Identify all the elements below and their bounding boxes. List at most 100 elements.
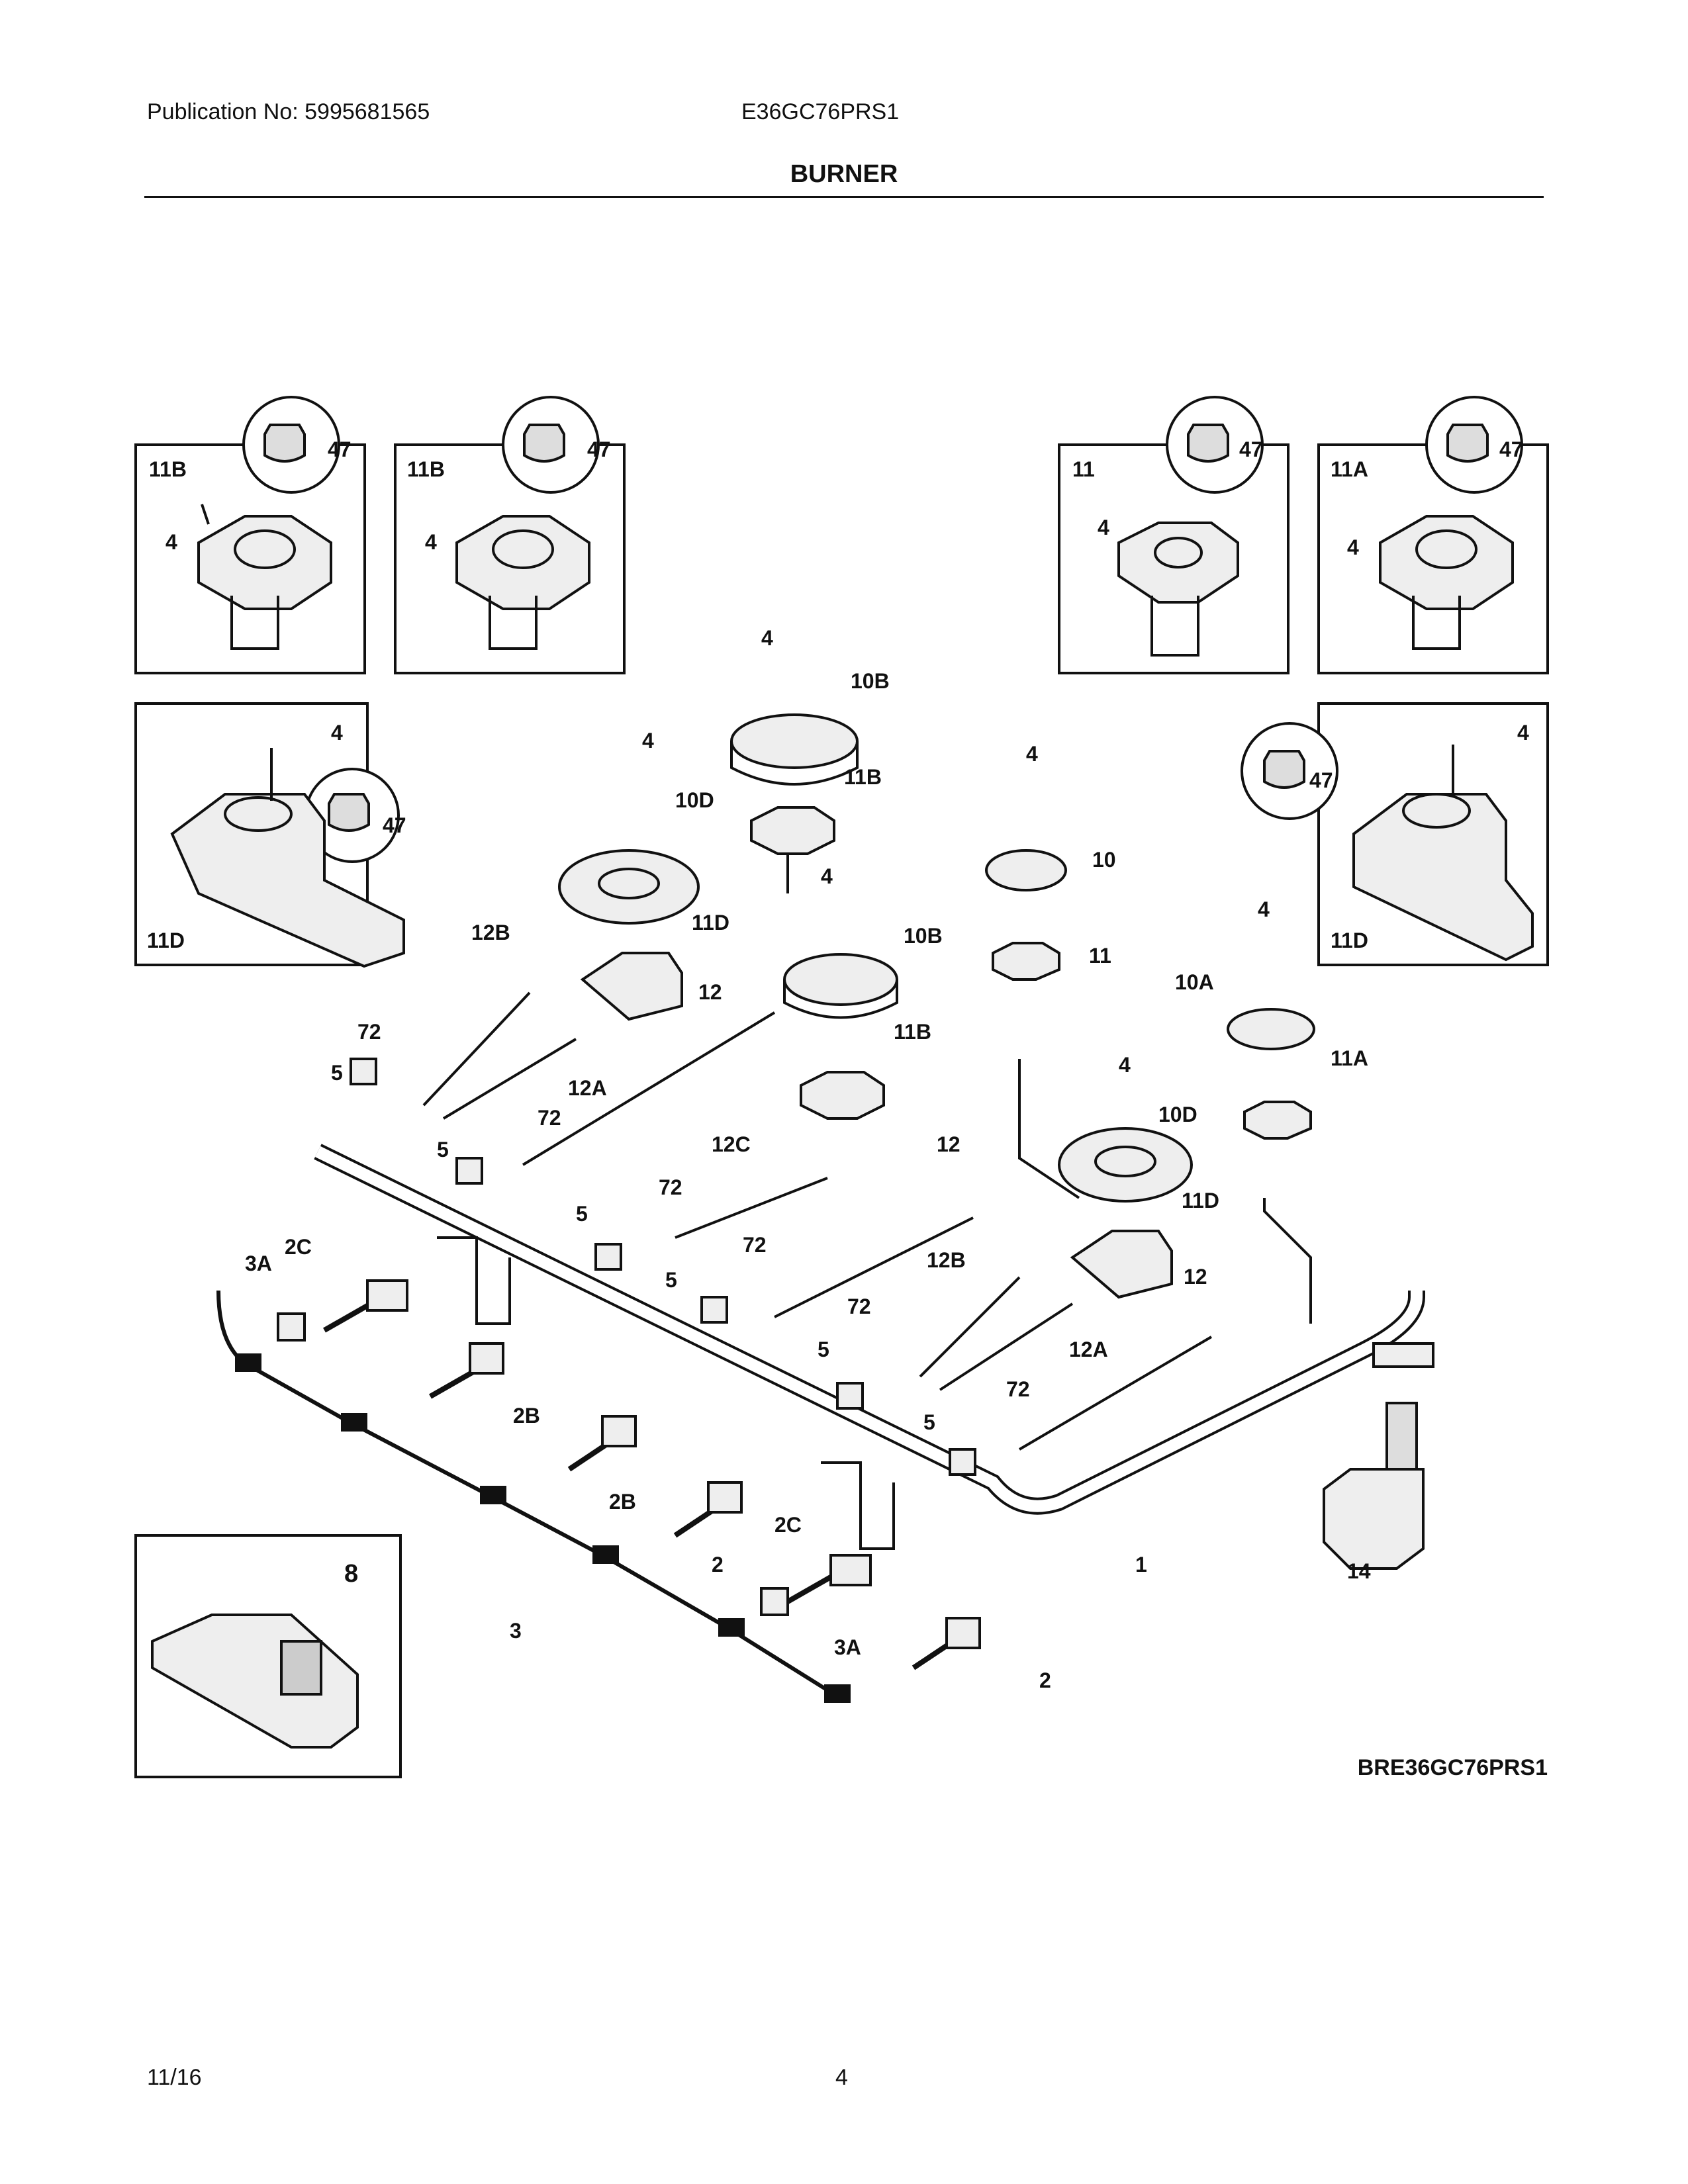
inset-label: 11B [149, 457, 187, 481]
callout-label: 47 [328, 437, 352, 461]
valve-2B-left [429, 1342, 504, 1399]
clips-5 [350, 1058, 976, 1476]
callout-label: 4 [1347, 535, 1359, 559]
burner-cap-10D-left [558, 849, 700, 925]
gas-tube-12-center [774, 1216, 974, 1318]
inset-label: 11D [1331, 929, 1368, 952]
callout-label: 11D [1182, 1189, 1219, 1212]
burner-head-11B-mid [800, 1071, 885, 1120]
callout-label: 2C [774, 1513, 802, 1537]
callout-label: 1 [1135, 1553, 1147, 1576]
model-number: E36GC76PRS1 [741, 99, 900, 124]
callout-label: 8 [344, 1560, 358, 1588]
inset-top-right-2 [1317, 396, 1549, 674]
callout-label: 5 [331, 1061, 343, 1085]
callout-label: 2C [285, 1235, 312, 1259]
callout-label: 3A [834, 1635, 861, 1659]
callout-label: 4 [165, 530, 177, 554]
callout-label: 5 [576, 1202, 588, 1226]
pressure-regulator-14 [1323, 1342, 1434, 1570]
inset-mid-right [1241, 702, 1549, 966]
gas-tube-vertical-far-right [1263, 1198, 1312, 1324]
inset-label: 11A [1331, 457, 1368, 481]
callout-label: 4 [425, 530, 437, 554]
inset-bottom-left [134, 1534, 402, 1778]
valve-2B-mid [567, 1415, 637, 1472]
inset-top-left-1 [134, 396, 366, 674]
callout-label: 12A [568, 1076, 607, 1100]
callout-label: 11A [1331, 1046, 1368, 1070]
inset-top-left-2 [394, 396, 626, 674]
callout-label: 5 [437, 1138, 449, 1161]
inset-label: 11D [147, 929, 185, 952]
callout-label: 72 [659, 1175, 682, 1199]
gas-tube-12-left [522, 1011, 776, 1166]
diagram-code: BRE36GC76PRS1 [1358, 1755, 1548, 1780]
page-number: 4 [835, 2065, 848, 2090]
burner-head-11 [992, 942, 1060, 981]
callout-label: 3A [245, 1251, 272, 1275]
inset-mid-left [134, 702, 405, 968]
footer-date: 11/16 [147, 2065, 202, 2090]
callout-label: 4 [1098, 516, 1109, 539]
callout-label: 4 [1119, 1053, 1131, 1077]
burner-cap-10A [1227, 1008, 1315, 1050]
callout-label: 72 [357, 1020, 381, 1044]
callout-label: 2B [609, 1490, 636, 1514]
gas-tube-12-right [1018, 1336, 1213, 1451]
switch-3A-left [277, 1312, 306, 1342]
callout-label: 2 [1039, 1668, 1051, 1692]
spark-switches [235, 1353, 851, 1703]
burner-cap-10B-mid [783, 953, 898, 1019]
callout-label: 14 [1347, 1559, 1371, 1583]
manifold-pipe-1 [314, 1144, 1425, 1515]
publication-number: Publication No: 5995681565 [147, 99, 430, 124]
burner-cap-10B-top [730, 713, 859, 786]
valve-2-mid [673, 1481, 743, 1538]
callout-label: 12 [698, 980, 722, 1004]
callout-label: 2B [513, 1404, 540, 1428]
burner-head-11D-right [1070, 1230, 1173, 1299]
callout-label: 10B [851, 669, 890, 693]
callout-label: 4 [1517, 721, 1529, 745]
callout-label: 72 [743, 1233, 767, 1257]
burner-head-11A [1243, 1101, 1312, 1140]
callout-label: 11B [894, 1020, 931, 1044]
callout-label: 4 [761, 626, 773, 650]
callout-label: 12 [1184, 1265, 1207, 1289]
callout-label: 12C [712, 1132, 751, 1156]
callout-label: 47 [383, 813, 406, 837]
callout-label: 12B [471, 921, 510, 944]
gas-tube-12C [675, 1177, 828, 1239]
callout-label: 10 [1092, 848, 1116, 872]
callout-label: 72 [1006, 1377, 1030, 1401]
gas-tube-12B-right [919, 1276, 1021, 1378]
callout-label: 11B [844, 765, 882, 789]
callout-label: 47 [587, 437, 611, 461]
callout-label: 3 [510, 1619, 522, 1643]
callout-label: 5 [923, 1410, 935, 1434]
header-rule [144, 196, 1544, 198]
callout-label: 72 [847, 1295, 871, 1318]
callout-label: 10D [1158, 1103, 1197, 1126]
valve-2-right [912, 1617, 981, 1670]
callout-label: 4 [1258, 897, 1270, 921]
callout-label: 11D [692, 911, 729, 934]
callout-label: 10D [675, 788, 714, 812]
callout-label: 11 [1089, 944, 1111, 968]
inset-label: 11 [1072, 457, 1095, 481]
burner-head-11B-top [750, 806, 835, 893]
bracket-left [437, 1236, 511, 1325]
gas-tube-vertical-right [1018, 1059, 1080, 1199]
switch-3A-right [760, 1587, 789, 1616]
callout-label: 4 [1026, 742, 1038, 766]
page-title: BURNER [790, 160, 898, 188]
callout-label: 12 [937, 1132, 961, 1156]
gas-tube-12B-left [422, 991, 531, 1107]
callout-label: 2 [712, 1553, 724, 1576]
valve-2C-right [786, 1554, 872, 1604]
ignition-harness-3 [216, 1290, 835, 1696]
inset-top-right-1 [1058, 396, 1289, 674]
callout-label: 4 [331, 721, 343, 745]
